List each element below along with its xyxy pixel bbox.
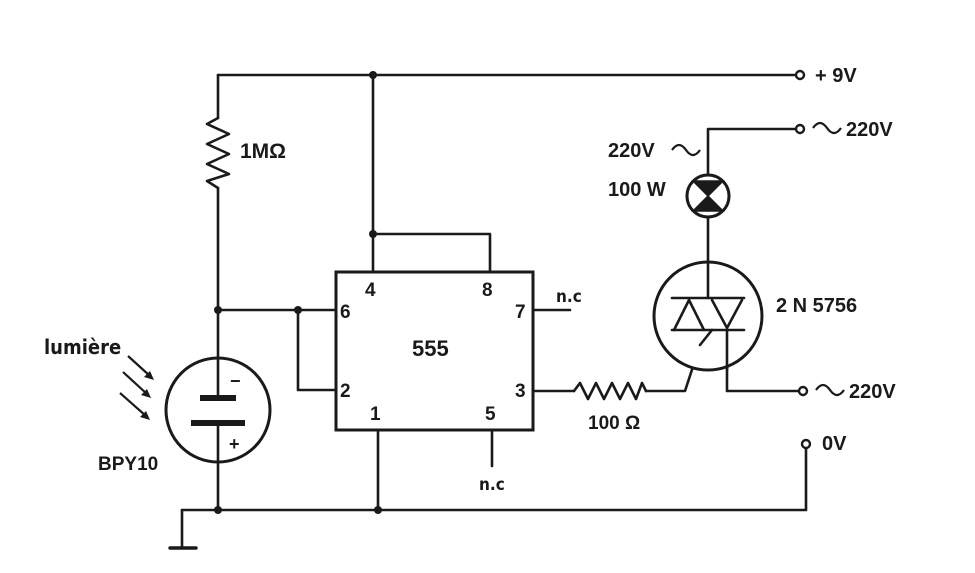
pin-7-label: 7 [515, 302, 526, 323]
light-arrow [122, 371, 148, 395]
light-arrow [127, 355, 151, 377]
junction-dot [369, 230, 377, 238]
lamp-filament [691, 180, 725, 212]
wire-ac-top [706, 127, 802, 177]
r1-label: 1MΩ [240, 140, 286, 163]
wire-pin2 [296, 308, 338, 392]
ic-label: 555 [412, 336, 449, 361]
arrow-head-icon [144, 371, 154, 380]
junction-dot [374, 506, 382, 514]
photodiode-plus: + [229, 434, 240, 454]
arrow-head-icon [141, 389, 151, 398]
ic-555: 555 4 8 6 7 2 3 1 5 [334, 270, 535, 432]
photodiode-minus: − [230, 371, 241, 391]
r2-label: 100 Ω [588, 413, 640, 434]
terminals [794, 69, 812, 450]
junction-dot [294, 306, 302, 314]
triac-label: 2 N 5756 [776, 295, 857, 317]
ac-top-icon [812, 121, 842, 135]
pin-3-label: 3 [515, 381, 526, 402]
pin-8-label: 8 [482, 280, 493, 301]
pin-2-label: 2 [340, 381, 351, 402]
nc-pin7-label: n.c [556, 287, 582, 307]
wire-gnd-bus [180, 446, 808, 512]
junctions [214, 71, 382, 514]
triac-gate-lead [698, 328, 714, 347]
terminal-ac-bottom [797, 385, 809, 397]
triac-diode-down [710, 298, 744, 330]
pin-4-label: 4 [365, 280, 376, 301]
nc-pin5-label: n.c [479, 475, 505, 495]
vcc-label: + 9V [815, 65, 857, 87]
light-arrow [119, 392, 147, 417]
photodiode-bpy10: − + [164, 356, 272, 464]
terminal-vcc [794, 69, 806, 81]
terminal-gnd [800, 438, 812, 450]
terminal-ac-top [794, 123, 806, 135]
lamp-power-label: 100 W [608, 179, 666, 201]
arrow-head-icon [140, 411, 150, 420]
gnd-label: 0V [822, 433, 847, 455]
ac-bottom-icon [815, 383, 845, 397]
lamp [685, 173, 731, 219]
junction-dot [369, 71, 377, 79]
pin-6-label: 6 [340, 302, 351, 323]
triac-2n5756 [652, 260, 764, 372]
triac-diode-up [672, 298, 706, 332]
ac-top-label: 220V [846, 119, 893, 141]
resistor-r1 [205, 116, 231, 190]
photodiode-label: BPY10 [98, 454, 158, 475]
wiring [180, 73, 808, 550]
photodiode-plate-short [200, 395, 236, 401]
ac-bottom-label: 220V [849, 381, 896, 403]
junction-dot [214, 306, 222, 314]
junction-dot [214, 506, 222, 514]
light-arrows [119, 355, 154, 420]
ic-body [334, 270, 535, 432]
wire-pin8 [371, 232, 492, 274]
light-label: lumière [44, 335, 121, 359]
lamp-ac-icon [671, 143, 701, 157]
photodiode-plate-long [191, 420, 245, 426]
resistor-r2 [572, 381, 648, 401]
lamp-voltage-label: 220V [608, 140, 655, 162]
pin-5-label: 5 [485, 404, 496, 425]
pin-1-label: 1 [370, 404, 381, 425]
